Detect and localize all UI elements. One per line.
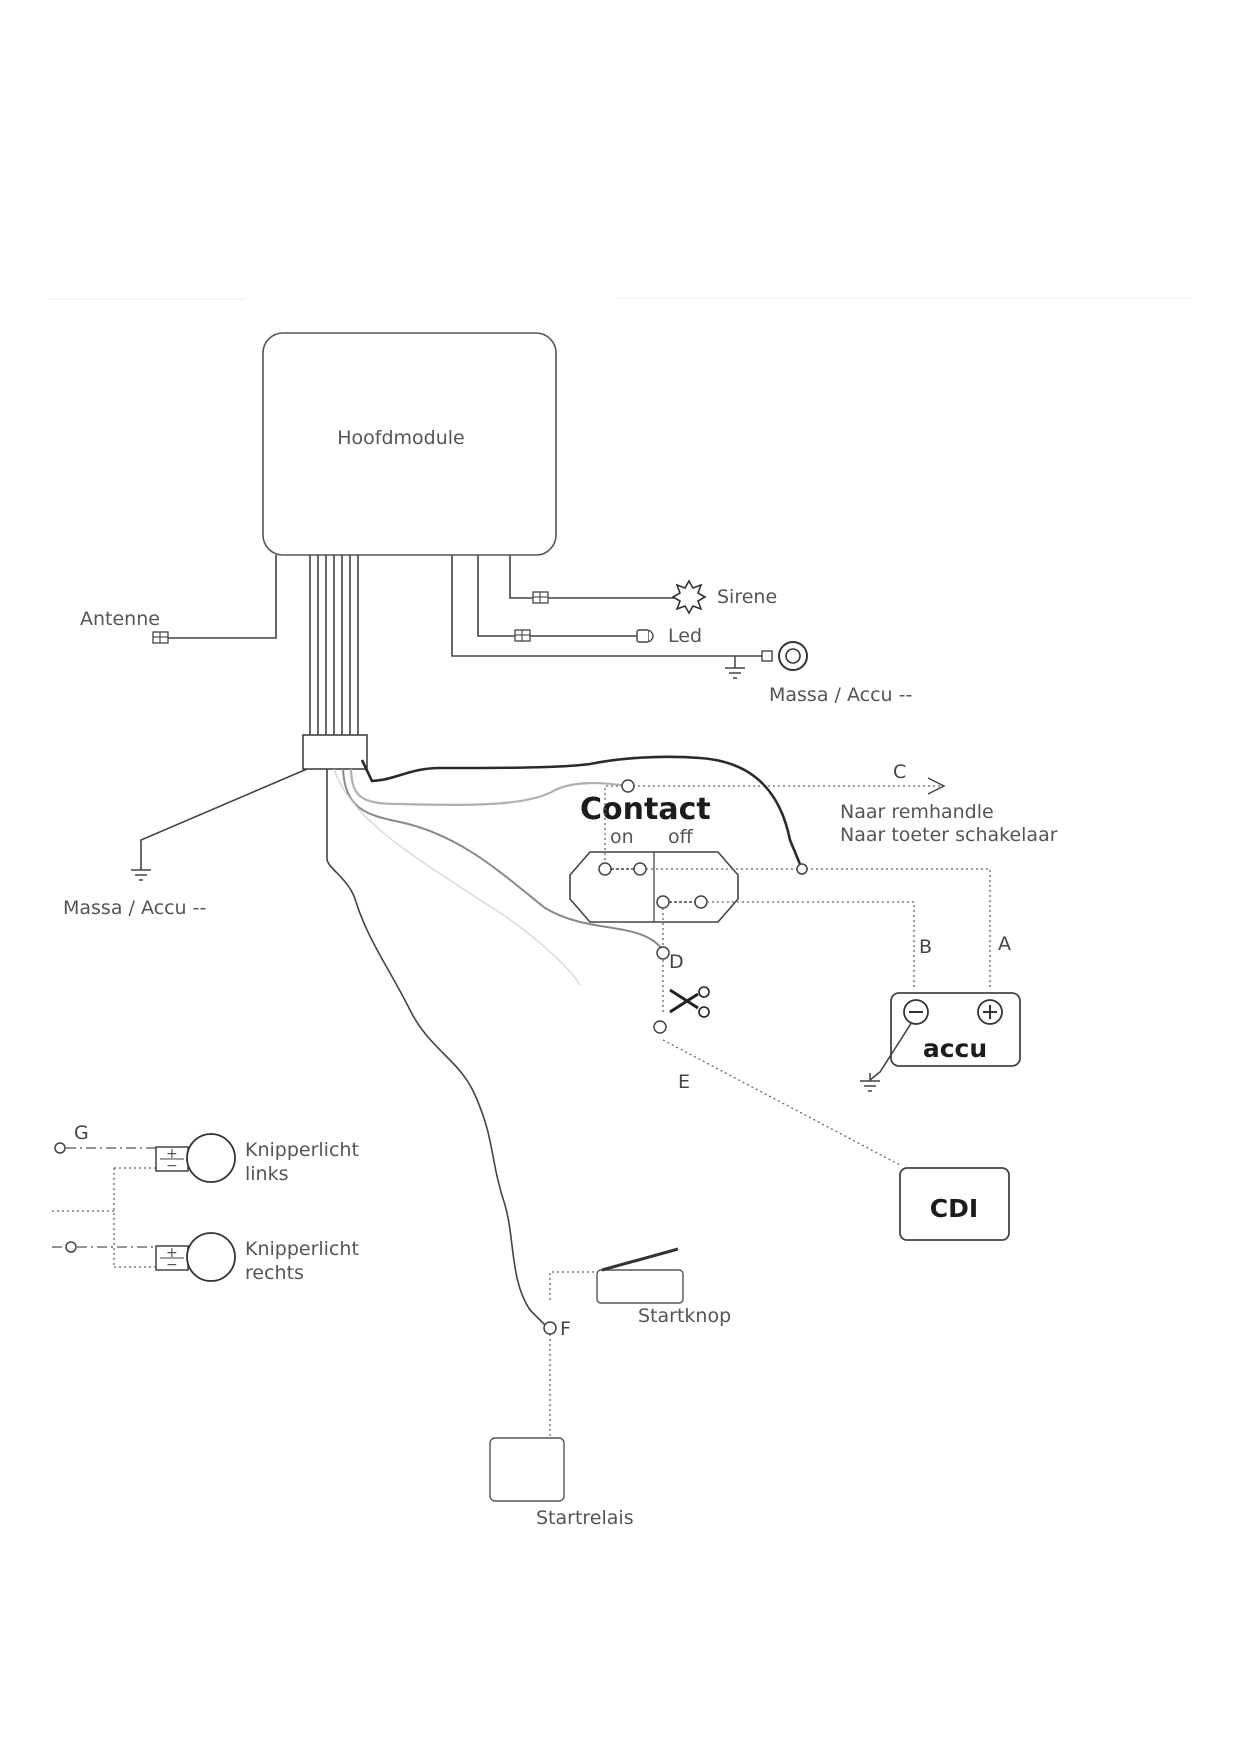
horn-switch-label: Naar toeter schakelaar bbox=[840, 824, 1058, 846]
point-f-label: F bbox=[560, 1318, 571, 1340]
led-icon bbox=[636, 629, 654, 643]
point-d-node bbox=[656, 946, 670, 960]
indicator-right-node bbox=[65, 1241, 77, 1253]
indicator-left-label-1: Knipperlicht bbox=[245, 1139, 359, 1161]
cdi-unit: CDI bbox=[899, 1167, 1010, 1241]
ground-top-wire: Massa / Accu -- bbox=[451, 555, 912, 706]
indicator-right-minus: − bbox=[166, 1257, 178, 1273]
start-button-label: Startknop bbox=[638, 1305, 731, 1327]
point-e-label: E bbox=[678, 1071, 690, 1093]
indicator-left-lamp bbox=[186, 1133, 236, 1183]
contact-input-node bbox=[621, 779, 635, 793]
harness-wires bbox=[326, 755, 808, 1335]
indicator-right-lamp bbox=[186, 1232, 236, 1282]
wire-to-d bbox=[342, 768, 664, 951]
contact-terminal-on-2 bbox=[633, 862, 647, 876]
wire-to-contact bbox=[349, 768, 629, 806]
contact-circuits bbox=[604, 785, 991, 1166]
battery: A B accu bbox=[860, 933, 1021, 1092]
indicator-left-minus: − bbox=[166, 1158, 178, 1174]
contact-label: Contact bbox=[580, 792, 711, 827]
start-relay-box bbox=[489, 1437, 565, 1502]
ground-left-label: Massa / Accu -- bbox=[63, 897, 206, 919]
battery-label: accu bbox=[923, 1034, 987, 1063]
led-wire: Led bbox=[477, 555, 702, 647]
point-g-node bbox=[54, 1142, 66, 1154]
indicator-right-label-1: Knipperlicht bbox=[245, 1238, 359, 1260]
brake-handle-label: Naar remhandle bbox=[840, 801, 994, 823]
indicator-circuit: G + − Knipperlicht links + − Knipperlich… bbox=[52, 1122, 359, 1284]
contact-terminal-off-1 bbox=[656, 895, 670, 909]
indicator-right: + − Knipperlicht rechts bbox=[155, 1232, 359, 1284]
point-c-label: C bbox=[893, 761, 906, 783]
ground-left-wire: Massa / Accu -- bbox=[63, 768, 308, 919]
siren-label: Sirene bbox=[717, 586, 777, 608]
start-relay-label: Startrelais bbox=[536, 1507, 634, 1529]
point-a-label: A bbox=[998, 933, 1011, 955]
siren-wire: Sirene bbox=[509, 555, 777, 615]
main-module-label: Hoofdmodule bbox=[337, 427, 465, 449]
ground-top-label: Massa / Accu -- bbox=[769, 684, 912, 706]
point-d-label: D bbox=[669, 951, 684, 973]
wire-faint bbox=[333, 768, 581, 986]
contact-on-label: on bbox=[610, 826, 634, 848]
wire-to-f bbox=[326, 769, 549, 1329]
indicator-left-label-2: links bbox=[245, 1163, 289, 1185]
connector-icon bbox=[514, 629, 531, 642]
point-g-label: G bbox=[74, 1122, 89, 1144]
point-b-label: B bbox=[919, 936, 932, 958]
cdi-box bbox=[899, 1167, 1010, 1241]
contact-terminal-on-1 bbox=[598, 862, 612, 876]
antenna-label: Antenne bbox=[80, 608, 160, 630]
connector-icon bbox=[152, 631, 169, 644]
start-button: Startknop bbox=[596, 1247, 731, 1327]
led-label: Led bbox=[668, 625, 702, 647]
main-module: Hoofdmodule bbox=[262, 332, 557, 556]
ground-icon bbox=[860, 1073, 880, 1092]
ring-terminal-icon bbox=[761, 641, 808, 671]
ground-icon bbox=[725, 656, 745, 679]
contact-off-label: off bbox=[668, 826, 694, 848]
connector-icon bbox=[532, 591, 549, 604]
antenna-wire: Antenne bbox=[80, 555, 277, 644]
wire-to-ignition bbox=[360, 755, 804, 870]
indicator-left: + − Knipperlicht links bbox=[155, 1133, 359, 1185]
cut-point: D E bbox=[653, 951, 710, 1093]
harness-connector bbox=[302, 734, 368, 770]
contact-terminal-off-2 bbox=[694, 895, 708, 909]
scan-artifacts bbox=[48, 297, 1190, 300]
scissors-icon bbox=[669, 986, 710, 1018]
start-circuit: F Startknop Startrelais bbox=[489, 1247, 731, 1529]
point-c-output: C Naar remhandle Naar toeter schakelaar bbox=[840, 761, 1058, 846]
wire-harness bbox=[302, 555, 368, 770]
ignition-node bbox=[796, 863, 808, 875]
indicator-right-label-2: rechts bbox=[245, 1262, 304, 1284]
indicator-left-plus: + bbox=[166, 1146, 178, 1162]
cdi-label: CDI bbox=[930, 1194, 978, 1223]
siren-icon bbox=[671, 579, 707, 615]
indicator-right-plus: + bbox=[166, 1245, 178, 1261]
ground-icon bbox=[131, 869, 151, 881]
point-f-node bbox=[543, 1321, 557, 1335]
point-e-node bbox=[653, 1020, 667, 1034]
start-relay: Startrelais bbox=[489, 1437, 634, 1529]
